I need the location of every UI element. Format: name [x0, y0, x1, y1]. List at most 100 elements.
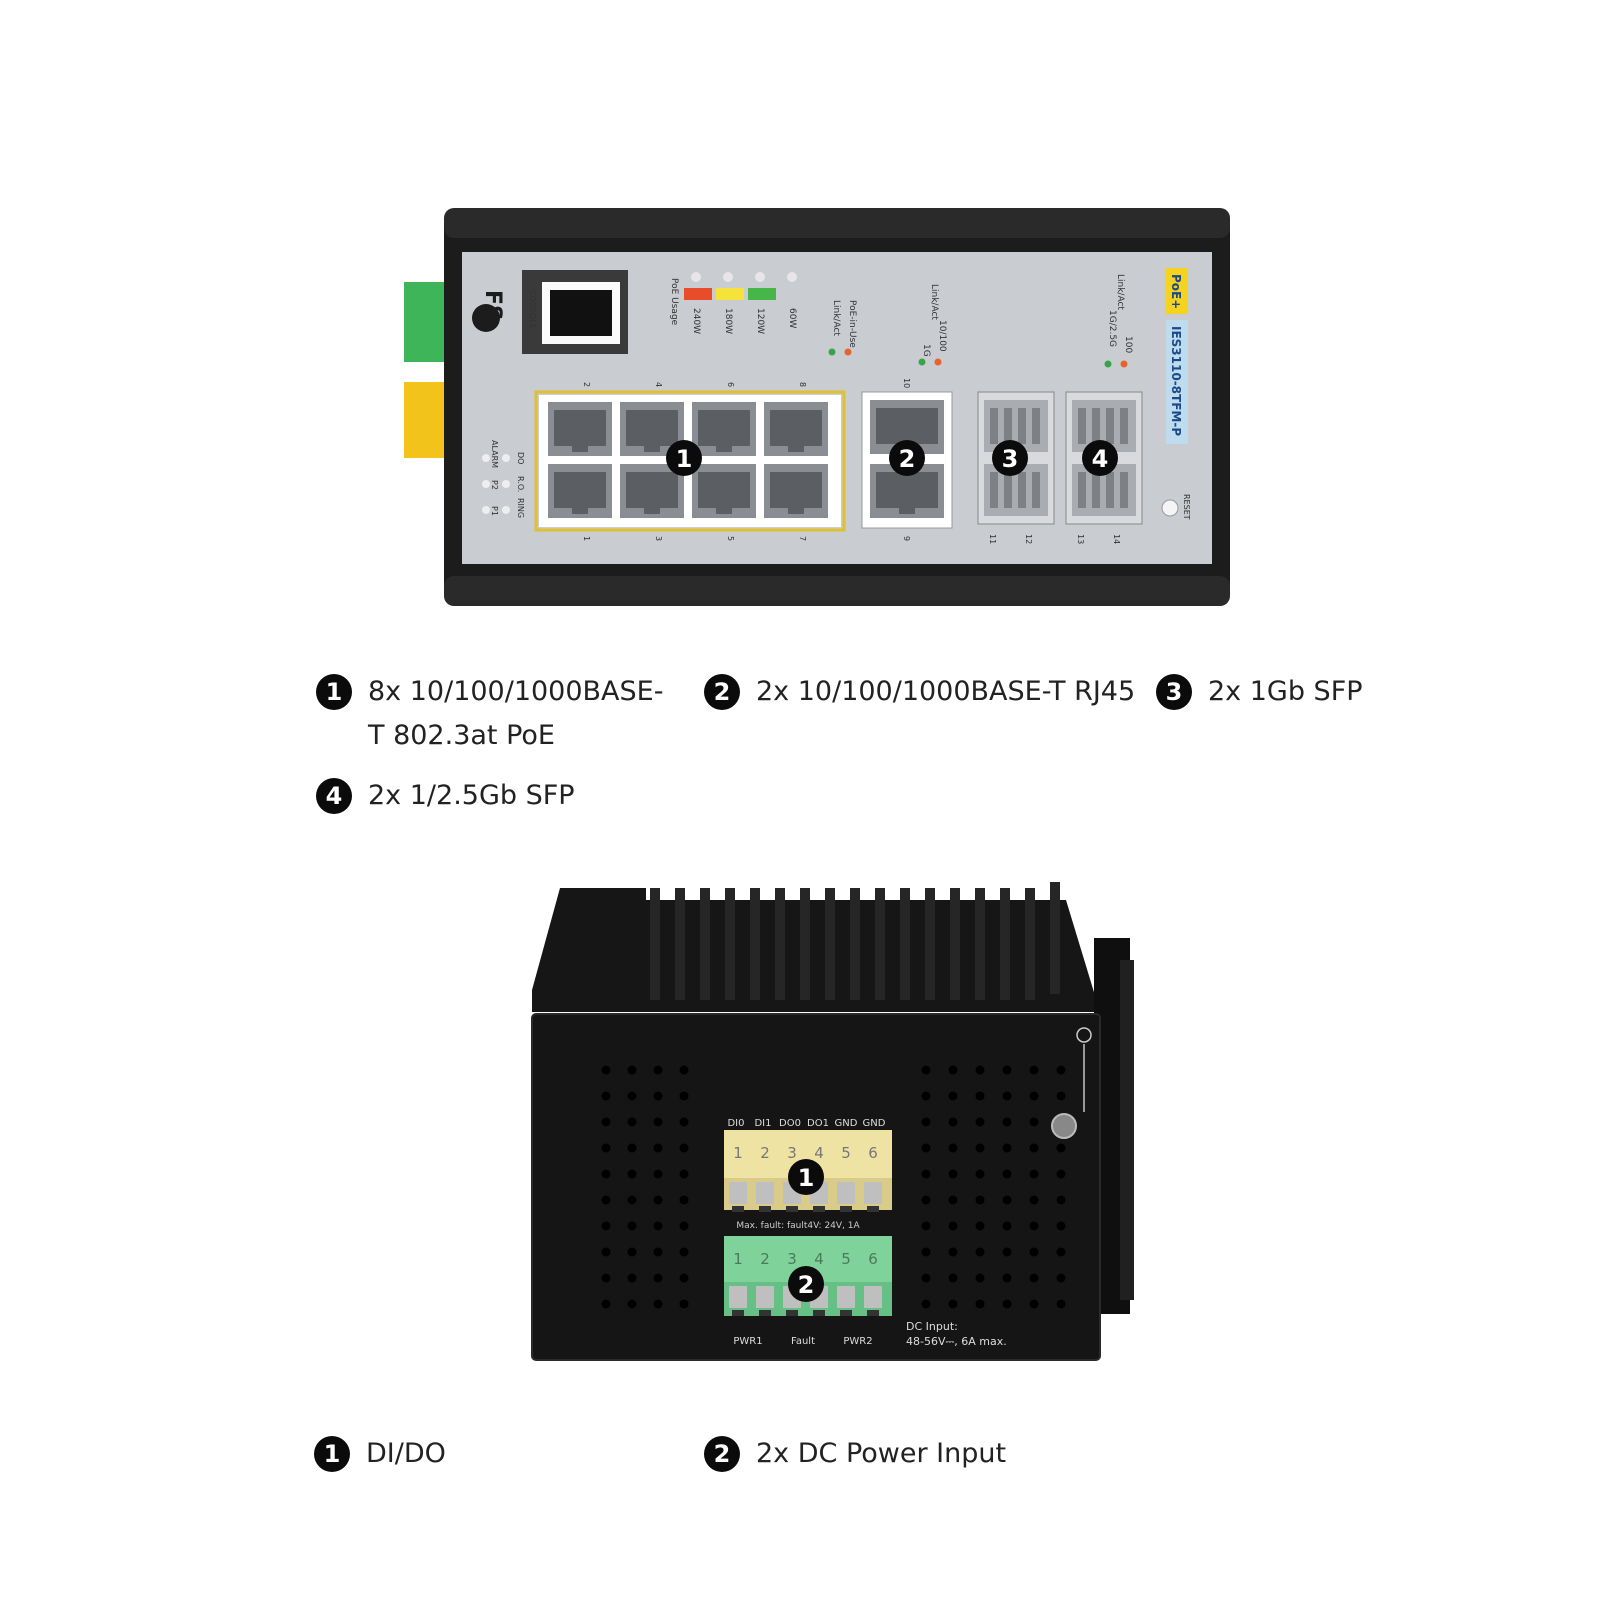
- led-green-dot: [1104, 360, 1112, 368]
- poe-level-60w: 60W: [787, 308, 797, 328]
- sfp-slot-rib: [1078, 408, 1086, 444]
- poe-level-180w: 180W: [723, 308, 733, 334]
- terminal-screw[interactable]: [729, 1182, 747, 1204]
- console-label: CONSOLE: [528, 290, 537, 329]
- poe-bar-green: [748, 288, 776, 300]
- status-led: [502, 506, 510, 514]
- sfp-slot-rib: [1106, 408, 1114, 444]
- rj45-port[interactable]: [548, 464, 612, 518]
- heatsink-fin: [700, 888, 710, 1000]
- poe-led: [723, 272, 733, 282]
- rj45-port[interactable]: [620, 464, 684, 518]
- callout-circle: [889, 440, 925, 476]
- rj45-latch: [899, 506, 915, 514]
- vent-hole: [921, 1143, 931, 1153]
- terminal-screw[interactable]: [864, 1286, 882, 1308]
- rj45-socket: [876, 472, 938, 508]
- rj45-latch: [716, 506, 732, 514]
- vent-hole: [653, 1299, 663, 1309]
- rj45-port[interactable]: [764, 464, 828, 518]
- sfp-slot-rib: [1004, 472, 1012, 508]
- vent-hole: [1002, 1065, 1012, 1075]
- rj45-port[interactable]: [764, 402, 828, 456]
- port-number: 5: [726, 536, 735, 541]
- vent-hole: [627, 1221, 637, 1231]
- terminal-wire-hole: [813, 1310, 825, 1316]
- vent-hole: [627, 1247, 637, 1257]
- vent-hole: [653, 1221, 663, 1231]
- vent-hole: [948, 1299, 958, 1309]
- terminal-screw[interactable]: [837, 1286, 855, 1308]
- heatsink-fin: [875, 888, 885, 1000]
- heatsink-fin: [1025, 888, 1035, 1000]
- vent-hole: [653, 1091, 663, 1101]
- rj45-port[interactable]: [620, 402, 684, 456]
- vent-hole: [921, 1247, 931, 1257]
- vent-hole: [1056, 1195, 1066, 1205]
- heatsink-fin: [775, 888, 785, 1000]
- vent-hole: [948, 1247, 958, 1257]
- power-pin-number: 6: [868, 1250, 878, 1268]
- vent-hole: [679, 1065, 689, 1075]
- vent-hole: [975, 1299, 985, 1309]
- vent-hole: [921, 1273, 931, 1283]
- terminal-wire-hole: [786, 1310, 798, 1316]
- rear-legend-item-1: 1 DI/DO: [314, 1436, 674, 1476]
- dio-label: GND: [835, 1118, 858, 1129]
- terminal-screw[interactable]: [756, 1286, 774, 1308]
- status-led-label: RING: [516, 498, 525, 518]
- ground-screw[interactable]: [1051, 1113, 1077, 1139]
- terminal-screw[interactable]: [729, 1286, 747, 1308]
- power-label-fault: Fault: [791, 1336, 815, 1347]
- callout-circle: [788, 1159, 824, 1195]
- rj45-port[interactable]: [692, 402, 756, 456]
- sfp-slot-rib: [990, 472, 998, 508]
- legend-number: 2: [704, 674, 740, 710]
- side-bracket-edge: [1120, 960, 1134, 1300]
- vent-hole: [1029, 1195, 1039, 1205]
- port-number: 9: [902, 536, 911, 541]
- status-leds: P1 P2 ALARM RING R.O. DO: [482, 440, 525, 518]
- led-legend-1g: 1G: [921, 344, 931, 357]
- terminal-wire-hole: [759, 1310, 771, 1316]
- ground-icon: [1076, 1027, 1092, 1043]
- vent-hole: [975, 1091, 985, 1101]
- dio-pin-number: 4: [814, 1144, 824, 1162]
- port-number: 1: [582, 536, 591, 541]
- rj45-socket: [876, 408, 938, 444]
- poe-plus-badge: [1166, 268, 1188, 314]
- vent-hole: [948, 1143, 958, 1153]
- vent-hole: [601, 1091, 611, 1101]
- vent-hole: [601, 1221, 611, 1231]
- power-pin-number: 3: [787, 1250, 797, 1268]
- vent-hole: [1002, 1143, 1012, 1153]
- heatsink-fin: [900, 888, 910, 1000]
- reset-button[interactable]: [1161, 499, 1179, 517]
- vent-hole: [1002, 1221, 1012, 1231]
- terminal-screw[interactable]: [837, 1182, 855, 1204]
- status-led: [502, 480, 510, 488]
- vent-hole: [975, 1065, 985, 1075]
- callout-4: 4: [1082, 440, 1118, 476]
- vent-hole: [1056, 1299, 1066, 1309]
- vent-hole: [975, 1247, 985, 1257]
- rj45-port[interactable]: [548, 402, 612, 456]
- rj45-port[interactable]: [870, 464, 944, 518]
- led-orange-dot: [1120, 360, 1128, 368]
- vent-hole: [1002, 1195, 1012, 1205]
- terminal-wire-hole: [732, 1310, 744, 1316]
- rj45-port[interactable]: [692, 464, 756, 518]
- power-label-pwr2: PWR2: [843, 1336, 872, 1347]
- terminal-screw[interactable]: [864, 1182, 882, 1204]
- terminal-screw[interactable]: [756, 1182, 774, 1204]
- dio-label: DO0: [779, 1118, 801, 1129]
- vent-hole: [679, 1221, 689, 1231]
- terminal-wire-hole: [813, 1206, 825, 1212]
- vent-hole: [975, 1221, 985, 1231]
- status-led-label: P2: [490, 480, 499, 490]
- rj45-socket: [698, 472, 750, 508]
- led-orange-dot: [934, 358, 942, 366]
- status-led: [482, 480, 490, 488]
- vent-hole: [627, 1195, 637, 1205]
- port-number: 10: [902, 378, 911, 388]
